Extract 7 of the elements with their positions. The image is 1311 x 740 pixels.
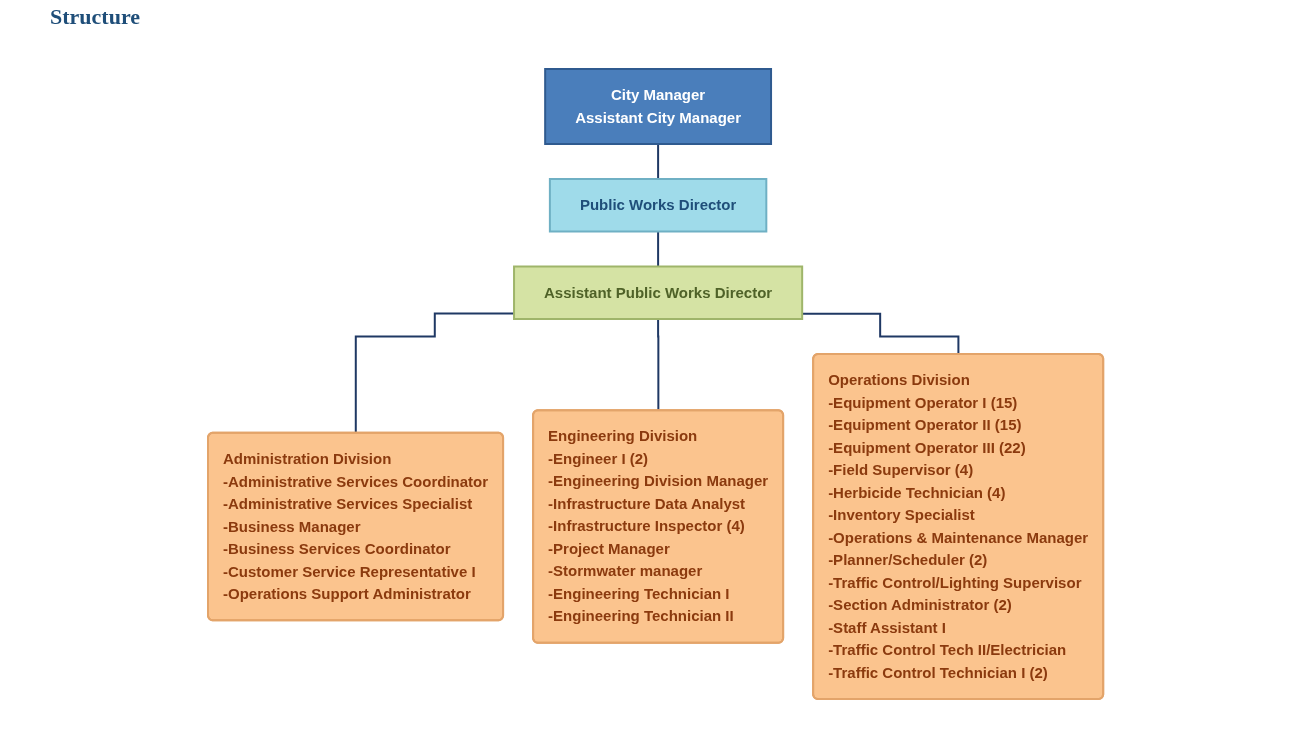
node-box: Assistant Public Works Director: [512, 265, 804, 320]
node-box: City Manager Assistant City Manager: [544, 68, 772, 145]
node-box: Public Works Director: [548, 178, 768, 233]
connector: [657, 318, 660, 412]
title: Structure: [50, 4, 141, 30]
connector: [657, 230, 659, 268]
connector: [657, 143, 659, 180]
